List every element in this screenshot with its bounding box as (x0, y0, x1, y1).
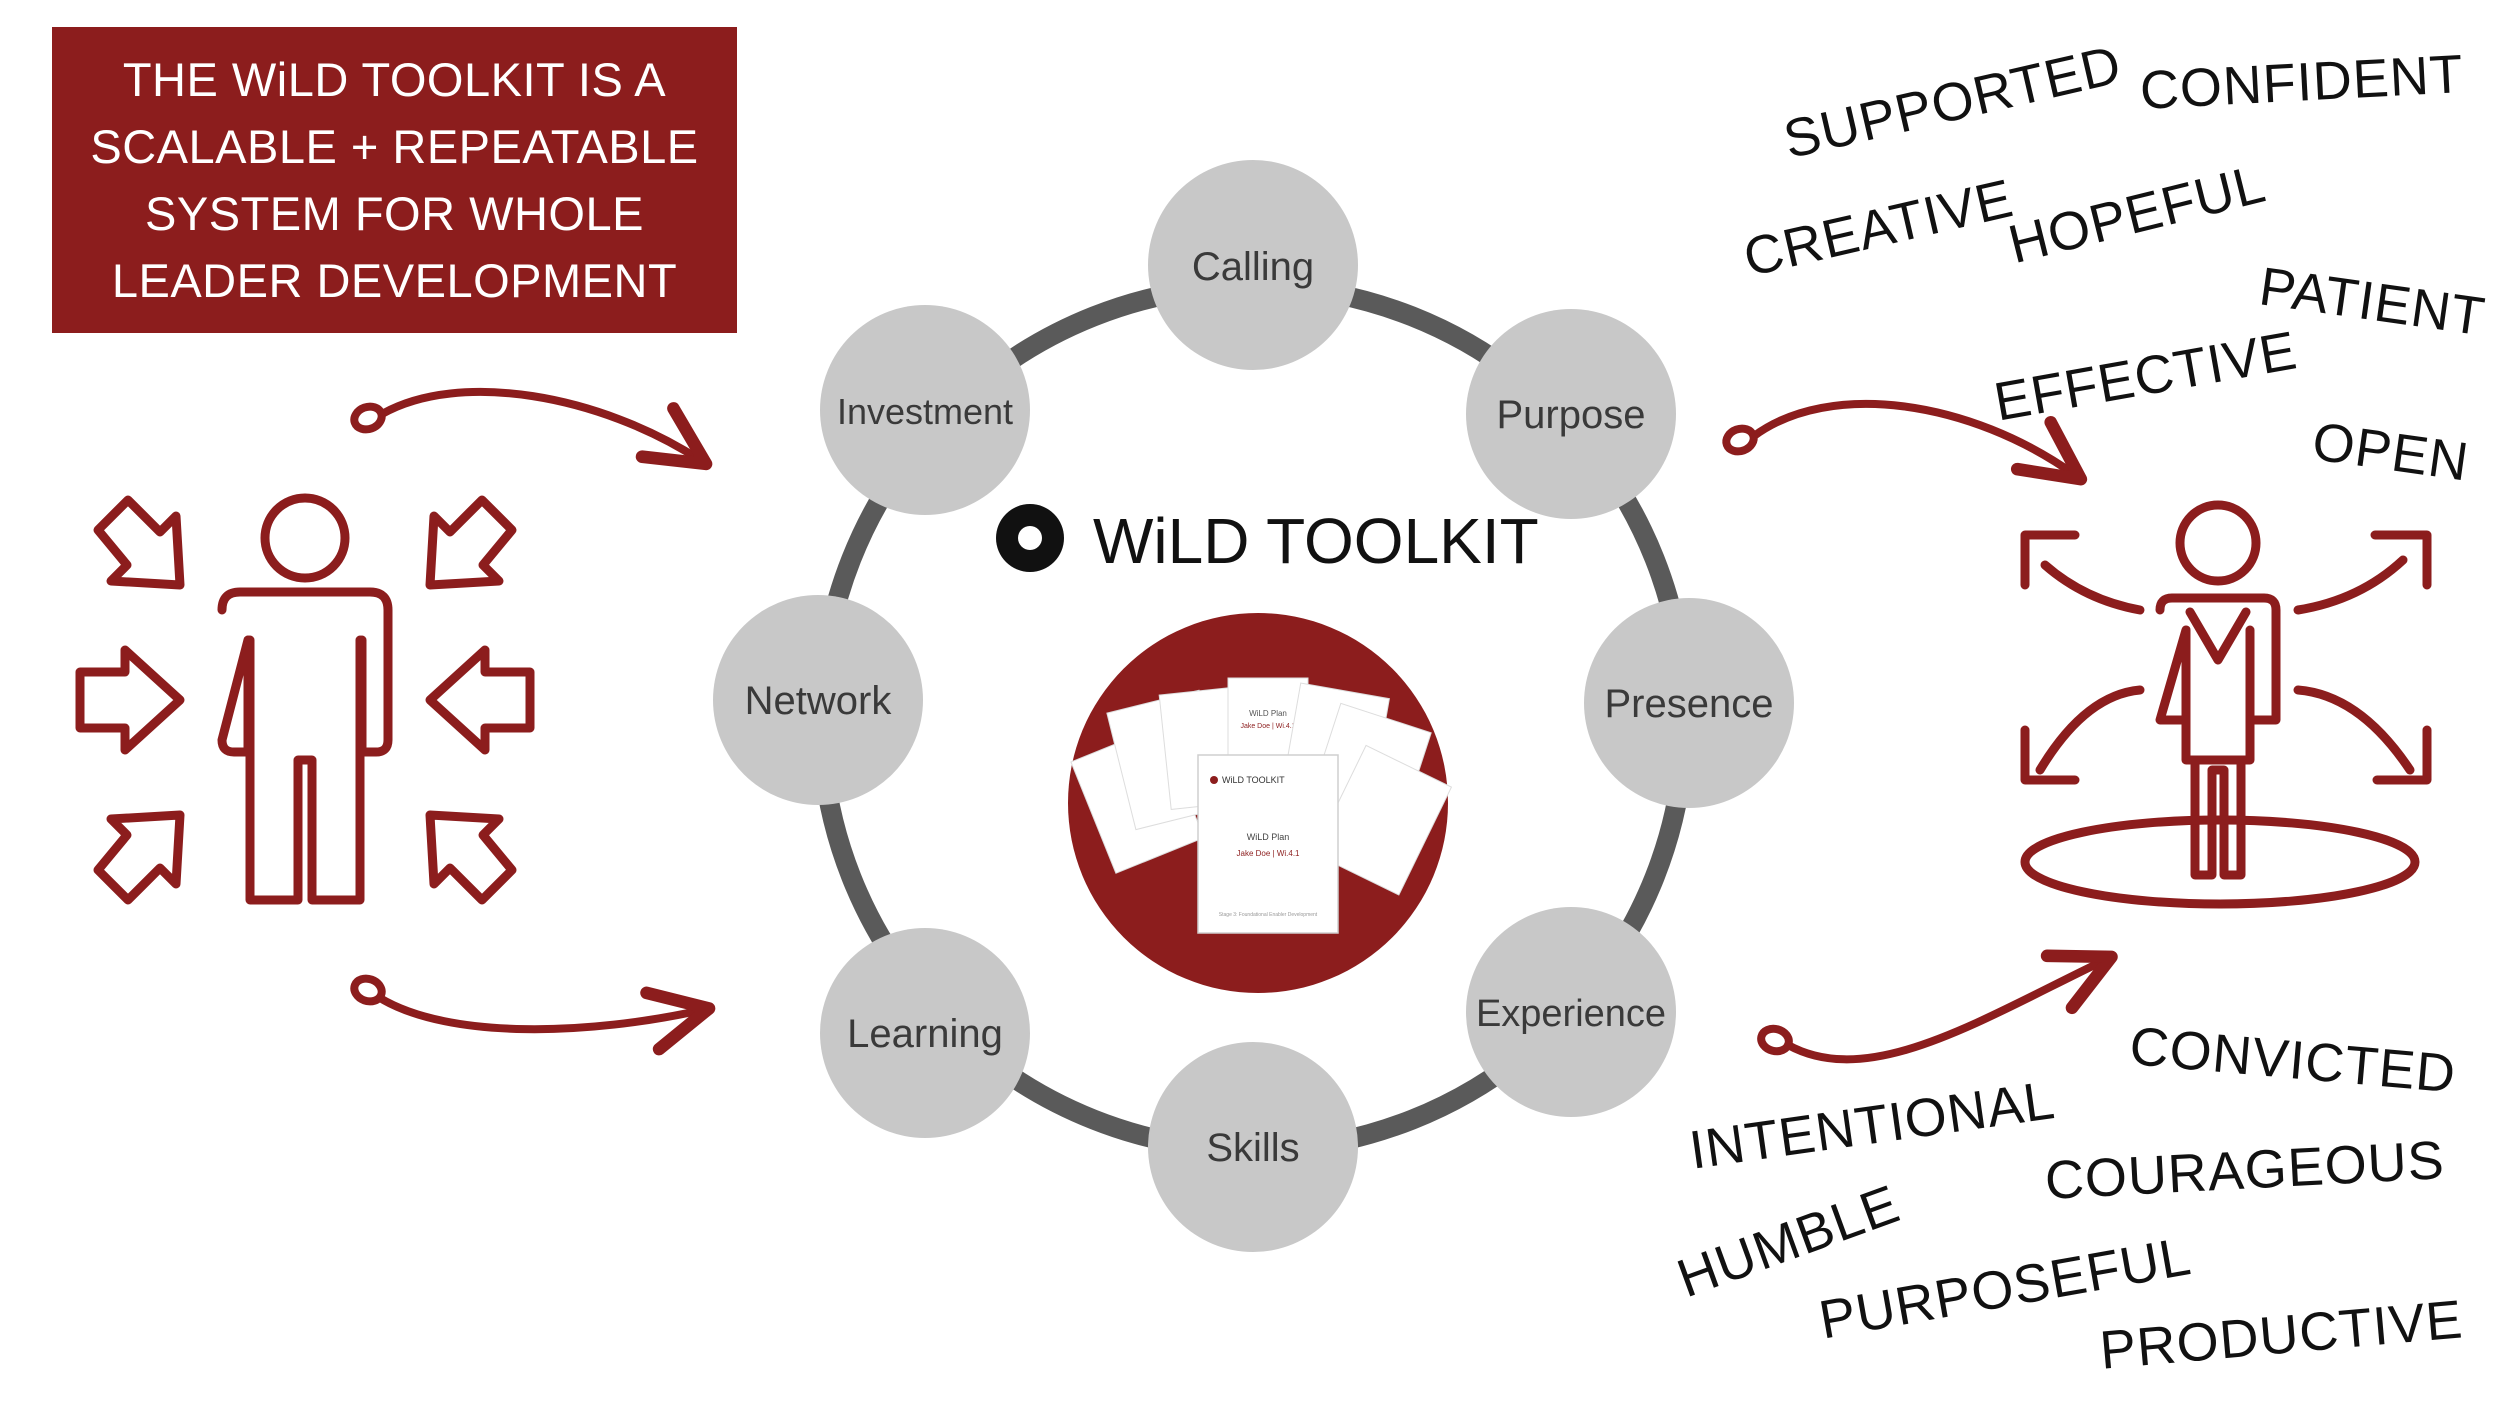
banner-line-3: SYSTEM FOR WHOLE (145, 187, 644, 240)
doc-header: WiLD TOOLKIT (1222, 775, 1285, 785)
doc-title: WiLD Plan (1247, 832, 1290, 842)
right-top-arrow-icon (1722, 399, 2088, 486)
doc-footer: Stage 3: Foundational Enabler Developmen… (1219, 912, 1318, 918)
node-network: Network (713, 595, 923, 805)
mini-doc-subtitle: Jake Doe | Wi.4.1 (1240, 723, 1295, 730)
banner-line-1: THE WiLD TOOLKIT IS A (122, 53, 667, 106)
person-with-inward-arrows-icon (75, 493, 535, 905)
mini-doc-title: WiLD Plan (1249, 709, 1287, 718)
node-skills: Skills (1148, 1042, 1358, 1252)
documents-stack: WiLD Plan Jake Doe | Wi.4.1 WiLD TOOLKIT… (1070, 677, 1453, 934)
node-label-investment: Investment (837, 391, 1013, 432)
person-with-outward-arrows-icon (2020, 500, 2432, 909)
node-investment: Investment (820, 305, 1030, 515)
ring-logo-icon (996, 504, 1064, 572)
node-label-learning: Learning (847, 1012, 1003, 1056)
banner-line-4: LEADER DEVELOPMENT (111, 254, 678, 307)
node-label-network: Network (745, 679, 893, 723)
node-label-calling: Calling (1192, 245, 1314, 289)
left-top-arrow-icon (350, 388, 713, 471)
node-presence: Presence (1584, 598, 1794, 808)
left-bottom-arrow-icon (350, 974, 716, 1056)
node-learning: Learning (820, 928, 1030, 1138)
node-purpose: Purpose (1466, 309, 1676, 519)
node-label-experience: Experience (1476, 993, 1666, 1035)
banner-line-2: SCALABLE + REPEATABLE (90, 120, 699, 173)
doc-subtitle: Jake Doe | Wi.4.1 (1237, 849, 1301, 858)
node-calling: Calling (1148, 160, 1358, 370)
node-experience: Experience (1466, 907, 1676, 1117)
toolkit-title: WiLD TOOLKIT (1093, 505, 1539, 577)
node-label-presence: Presence (1605, 682, 1774, 726)
headline-banner: THE WiLD TOOLKIT IS A SCALABLE + REPEATA… (52, 27, 737, 333)
right-bottom-arrow-icon (1757, 949, 2118, 1064)
node-label-purpose: Purpose (1497, 393, 1646, 437)
node-label-skills: Skills (1206, 1126, 1299, 1170)
